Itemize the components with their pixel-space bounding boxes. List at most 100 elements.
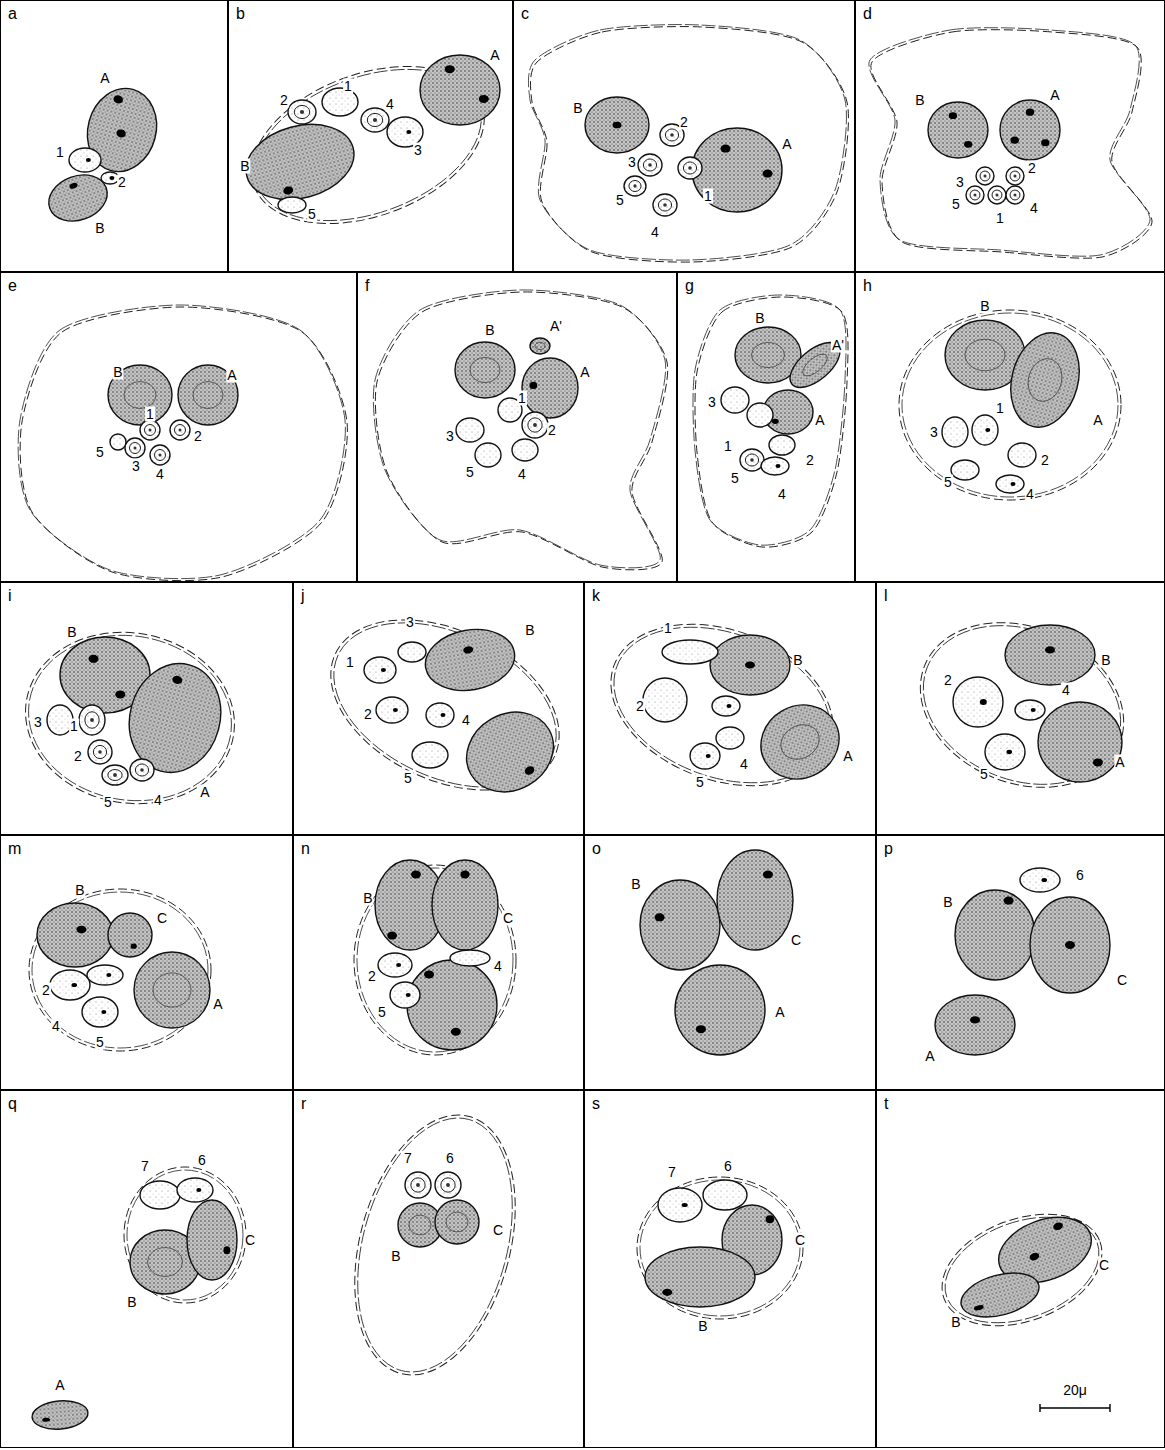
nucleus-ring xyxy=(629,181,641,192)
nucleus-ring xyxy=(367,113,382,126)
cell-label: 2 xyxy=(367,969,377,984)
nucleolus xyxy=(134,447,137,450)
cell-figure xyxy=(125,438,145,458)
nucleolus xyxy=(416,1183,420,1187)
cell-figure xyxy=(455,342,515,398)
nucleolus xyxy=(996,194,999,197)
chromatin-dot xyxy=(949,112,957,119)
cell-figure xyxy=(140,420,160,440)
nucleus-ring xyxy=(135,764,148,776)
panel-letter: t xyxy=(884,1095,888,1113)
cell-outline xyxy=(585,97,649,153)
nucleolus xyxy=(1014,194,1017,197)
cell-figure xyxy=(117,653,232,783)
panel-letter: n xyxy=(301,840,310,858)
chromatin-dot xyxy=(775,464,780,468)
cell-figure xyxy=(522,412,548,438)
panel-letter: j xyxy=(301,587,305,605)
cell-outline xyxy=(530,338,550,354)
figure-panel: b xyxy=(228,0,513,272)
cell-label: 4 xyxy=(1025,487,1035,502)
cell-figure xyxy=(740,449,764,471)
nucleus-ring xyxy=(153,973,191,1007)
cell-figure xyxy=(769,435,795,455)
figure-panel: k xyxy=(584,582,876,835)
cell-figure xyxy=(658,1188,702,1222)
cell-label: 2 xyxy=(943,673,953,688)
cell-label: 5 xyxy=(943,475,953,490)
panel-letter: c xyxy=(521,5,529,23)
figure-panel: h xyxy=(855,272,1165,582)
cell-label: 3 xyxy=(627,155,637,170)
cell-outline xyxy=(1030,897,1110,993)
nucleolus xyxy=(149,429,152,432)
nucleus-ring xyxy=(799,350,831,380)
cell-label: 3 xyxy=(405,615,415,630)
cell-outline xyxy=(37,903,113,967)
cell-figure xyxy=(456,418,484,442)
cell-figure xyxy=(390,982,420,1008)
cell-figure xyxy=(426,703,454,727)
cell-label: 5 xyxy=(615,193,625,208)
cell-outline xyxy=(640,880,720,970)
cell-membrane xyxy=(332,1101,538,1389)
cell-label: 3 xyxy=(445,429,455,444)
nucleus-ring xyxy=(124,382,156,409)
chromatin-dot xyxy=(529,382,537,389)
cell-membrane xyxy=(927,1194,1118,1347)
cell-figure xyxy=(50,970,90,1000)
cell-label: 5 xyxy=(377,1005,387,1020)
cell-membrane xyxy=(308,590,583,820)
panel-letter: m xyxy=(8,840,21,858)
cell-outline xyxy=(140,1181,180,1209)
nucleus-ring xyxy=(470,357,500,382)
chromatin-dot xyxy=(89,655,99,663)
cell-label: B xyxy=(792,653,803,668)
cell-figure xyxy=(675,965,765,1055)
cell-figure xyxy=(996,475,1024,493)
cell-outline xyxy=(108,913,152,957)
cell-figure xyxy=(475,443,501,467)
cell-label: C xyxy=(790,933,802,948)
chromatin-dot xyxy=(1010,482,1015,486)
cell-label: 4 xyxy=(1061,683,1071,698)
cell-figure xyxy=(130,759,154,781)
cell-membrane xyxy=(528,25,846,261)
chromatin-dot xyxy=(1052,1221,1064,1231)
nucleus-ring xyxy=(108,770,122,781)
chromatin-dot xyxy=(393,708,398,712)
cell-figure xyxy=(178,365,238,425)
panel-letter: f xyxy=(365,277,369,295)
chromatin-dot xyxy=(115,690,125,698)
cell-membrane xyxy=(124,1167,246,1303)
cell-outline xyxy=(662,640,718,664)
cell-label: A xyxy=(924,1049,935,1064)
cell-figure xyxy=(1000,100,1060,160)
cell-outline xyxy=(717,850,793,950)
panel-letter: s xyxy=(592,1095,600,1113)
cell-figure xyxy=(37,903,113,967)
cell-outline xyxy=(102,765,128,785)
chromatin-dot xyxy=(171,675,183,685)
cell-figure xyxy=(512,439,538,461)
cell-figure xyxy=(703,1180,747,1210)
cell-label: B xyxy=(572,101,583,116)
chromatin-dot xyxy=(973,1304,984,1311)
cell-outline xyxy=(747,691,852,793)
nucleolus xyxy=(98,750,102,754)
cell-figure xyxy=(522,358,578,418)
cell-label: 5 xyxy=(695,775,705,790)
cell-outline xyxy=(1006,167,1024,185)
cell-figure xyxy=(1008,443,1036,467)
chromatin-dot xyxy=(106,973,111,977)
nucleus-ring xyxy=(992,190,1002,200)
cell-label: A xyxy=(1049,88,1060,103)
cell-label: B xyxy=(74,883,85,898)
cell-label: 2 xyxy=(73,749,83,764)
cell-outline xyxy=(450,950,490,966)
cell-outline xyxy=(703,1180,747,1210)
chromatin-dot xyxy=(1028,1251,1040,1261)
cell-figure xyxy=(951,460,979,480)
cell-figure xyxy=(761,457,789,475)
cell-membrane xyxy=(29,889,211,1051)
